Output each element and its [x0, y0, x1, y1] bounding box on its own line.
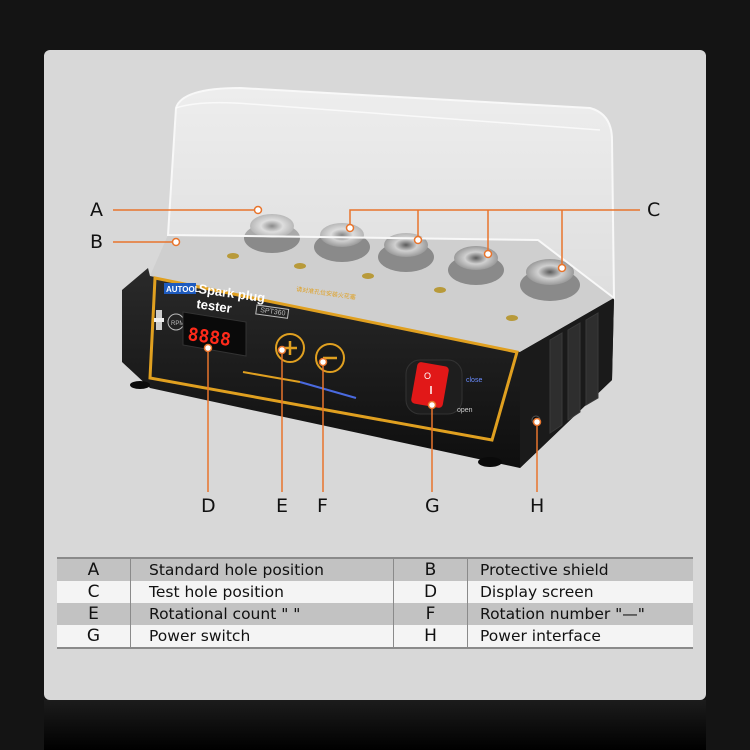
switch-open-label: open: [457, 407, 473, 414]
switch-close-label: close: [466, 377, 482, 384]
legend-key: F: [393, 603, 468, 625]
legend-value: Power switch: [130, 625, 394, 648]
bottom-fade: [44, 700, 706, 750]
callout-b: B: [90, 231, 104, 253]
progress-line: [242, 371, 357, 399]
legend-key: H: [393, 625, 468, 648]
model-text: SPT360: [260, 307, 286, 317]
legend-value: Rotational count " ": [130, 603, 394, 625]
callout-g: G: [425, 495, 440, 517]
legend-value: Standard hole position: [130, 558, 394, 581]
legend-key: E: [57, 603, 131, 625]
legend-key: B: [393, 558, 468, 581]
table-row: G Power switch H Power interface: [57, 625, 693, 648]
table-row: C Test hole position D Display screen: [57, 581, 693, 603]
model-box: [255, 304, 290, 319]
table-row: E Rotational count " " F Rotation number…: [57, 603, 693, 625]
callout-a: A: [90, 199, 103, 221]
spark-plug-icon: [154, 310, 164, 330]
legend-table: A Standard hole position B Protective sh…: [57, 557, 693, 649]
rpm-label: RPM: [171, 321, 184, 327]
table-row: A Standard hole position B Protective sh…: [57, 558, 693, 581]
protective-shield: [166, 86, 616, 301]
callout-h: H: [530, 495, 545, 517]
brand-badge: AUTOOL: [164, 283, 200, 294]
brand-text: AUTOOL: [166, 285, 200, 294]
callout-d: D: [201, 495, 216, 517]
callout-c: C: [647, 199, 661, 221]
device-body: [122, 268, 614, 468]
legend-key: C: [57, 581, 131, 603]
legend-key: D: [393, 581, 468, 603]
plus-button[interactable]: [275, 333, 305, 363]
power-switch[interactable]: O: [405, 359, 463, 415]
legend-value: Power interface: [467, 625, 693, 648]
callout-e: E: [276, 495, 289, 517]
minus-button[interactable]: [315, 343, 345, 373]
callout-dots: [171, 205, 567, 427]
legend-value: Display screen: [467, 581, 693, 603]
callout-lines: [113, 209, 640, 492]
legend-key: G: [57, 625, 131, 648]
svg-text:O: O: [424, 371, 431, 381]
legend-value: Protective shield: [467, 558, 693, 581]
legend-key: A: [57, 558, 131, 581]
callout-f: F: [317, 495, 328, 517]
device-name-line2: tester: [196, 296, 233, 316]
legend-value: Rotation number "—": [467, 603, 693, 625]
gold-frame: [148, 276, 519, 442]
legend-value: Test hole position: [130, 581, 394, 603]
